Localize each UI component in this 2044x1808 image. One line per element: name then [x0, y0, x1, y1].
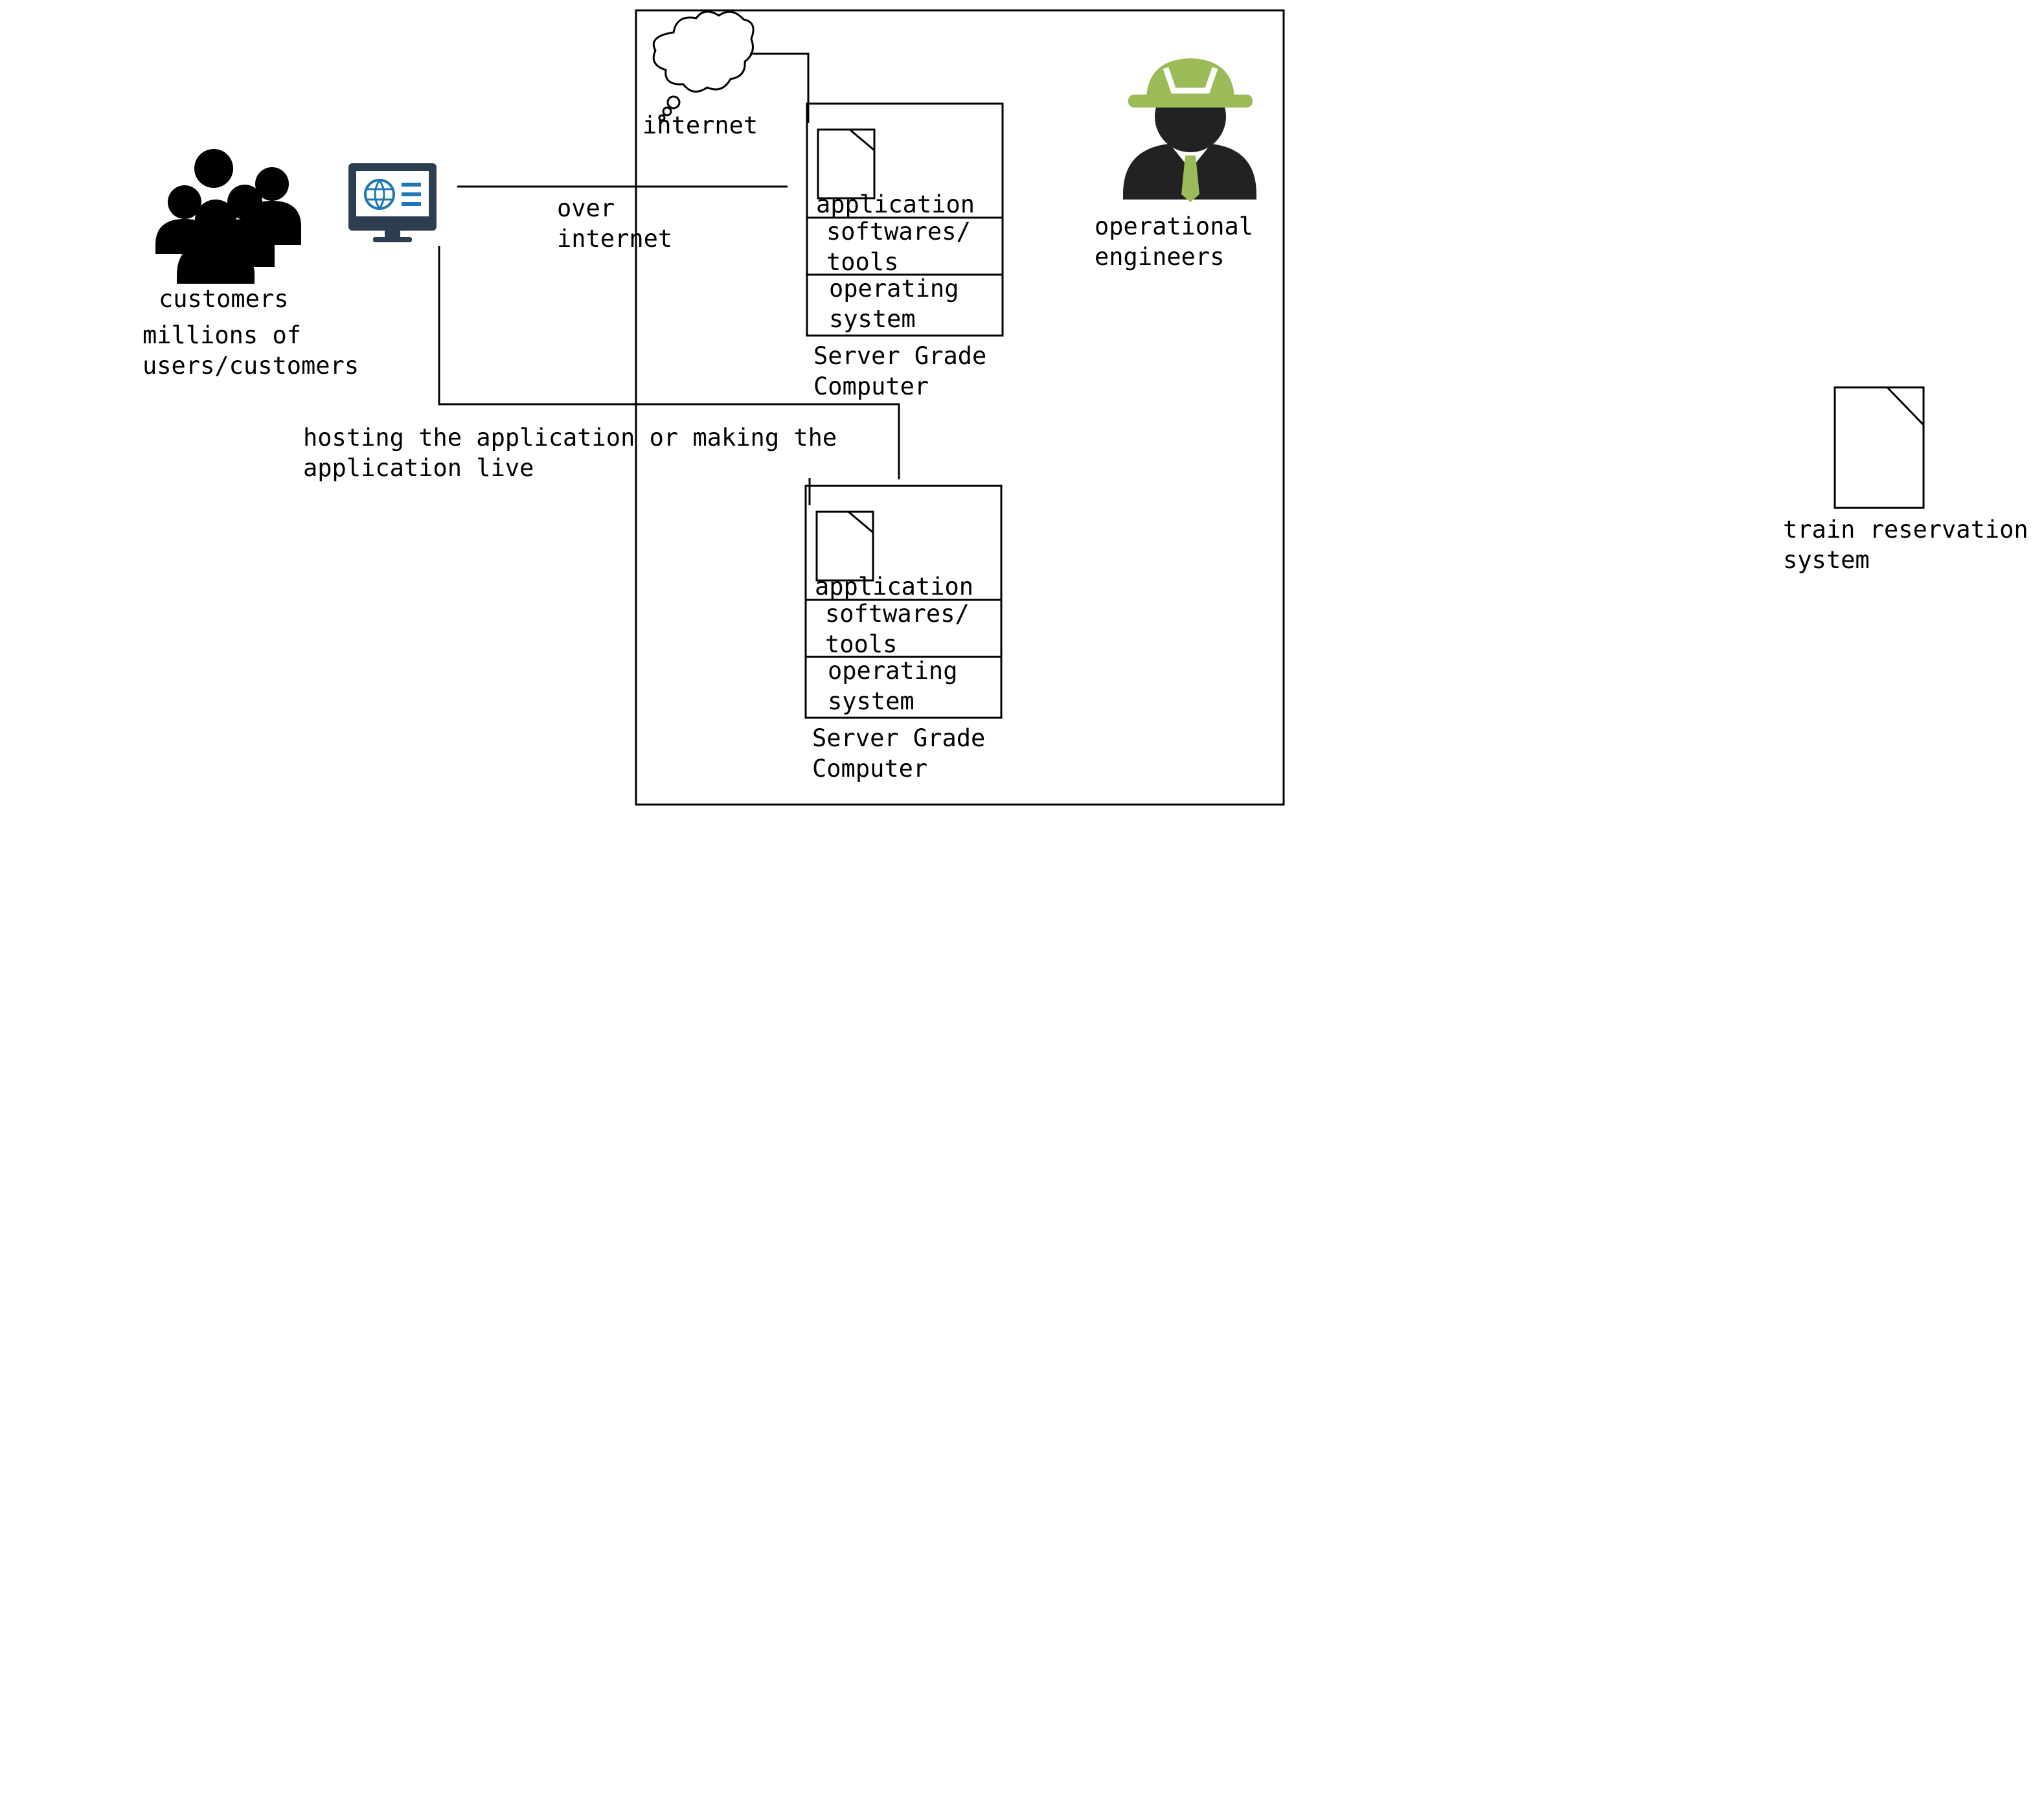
document-icon [817, 128, 876, 200]
server-stack-2 [804, 485, 1003, 719]
server-2-softwares-label-line2: tools [825, 630, 897, 658]
server-2-softwares-label-line1: softwares/ [825, 600, 970, 628]
server-1-softwares-label-line2: tools [826, 248, 898, 276]
server-1-caption-line1: Server Grade [813, 342, 986, 370]
train-reservation-label-line1: train reservation [1783, 516, 2028, 544]
operational-engineers-label-line1: operational [1095, 212, 1253, 240]
internet-label: internet [642, 111, 758, 139]
server-1-os-label-line2: system [829, 305, 916, 333]
document-icon [815, 510, 874, 582]
hosting-label-line2: application live [303, 454, 534, 482]
over-internet-label-line2: internet [557, 225, 672, 253]
hosting-label-line1: hosting the application or making the [303, 424, 837, 452]
document-icon [1834, 386, 1925, 509]
over-internet-label-line1: over [557, 194, 615, 222]
server-2-os-label-line2: system [828, 687, 914, 715]
server-stack-1 [806, 102, 1004, 337]
server-2-caption-line1: Server Grade [812, 724, 985, 752]
hosting-connector [438, 246, 900, 479]
cloud-icon [652, 10, 755, 122]
datacenter-boundary [635, 9, 1285, 806]
operational-engineers-label-line2: engineers [1095, 243, 1224, 271]
millions-label-line1: millions of [142, 321, 301, 349]
engineer-icon [1123, 58, 1256, 202]
train-reservation-label-line2: system [1783, 546, 1870, 574]
customers-label: customers [159, 285, 288, 313]
server-2-application-label: application [815, 573, 973, 601]
server-1-softwares-label-line1: softwares/ [826, 218, 971, 246]
computer-monitor-icon [348, 163, 437, 242]
server-1-caption-line2: Computer [813, 372, 929, 400]
server-1-application-label: application [816, 190, 975, 218]
server-2-caption-line2: Computer [812, 755, 927, 783]
server-2-os-label-line1: operating [828, 657, 957, 685]
people-group-icon [155, 149, 301, 284]
millions-label-line2: users/customers [142, 352, 359, 380]
cloud-to-server-connector [750, 52, 810, 123]
server-1-os-label-line1: operating [829, 275, 959, 303]
